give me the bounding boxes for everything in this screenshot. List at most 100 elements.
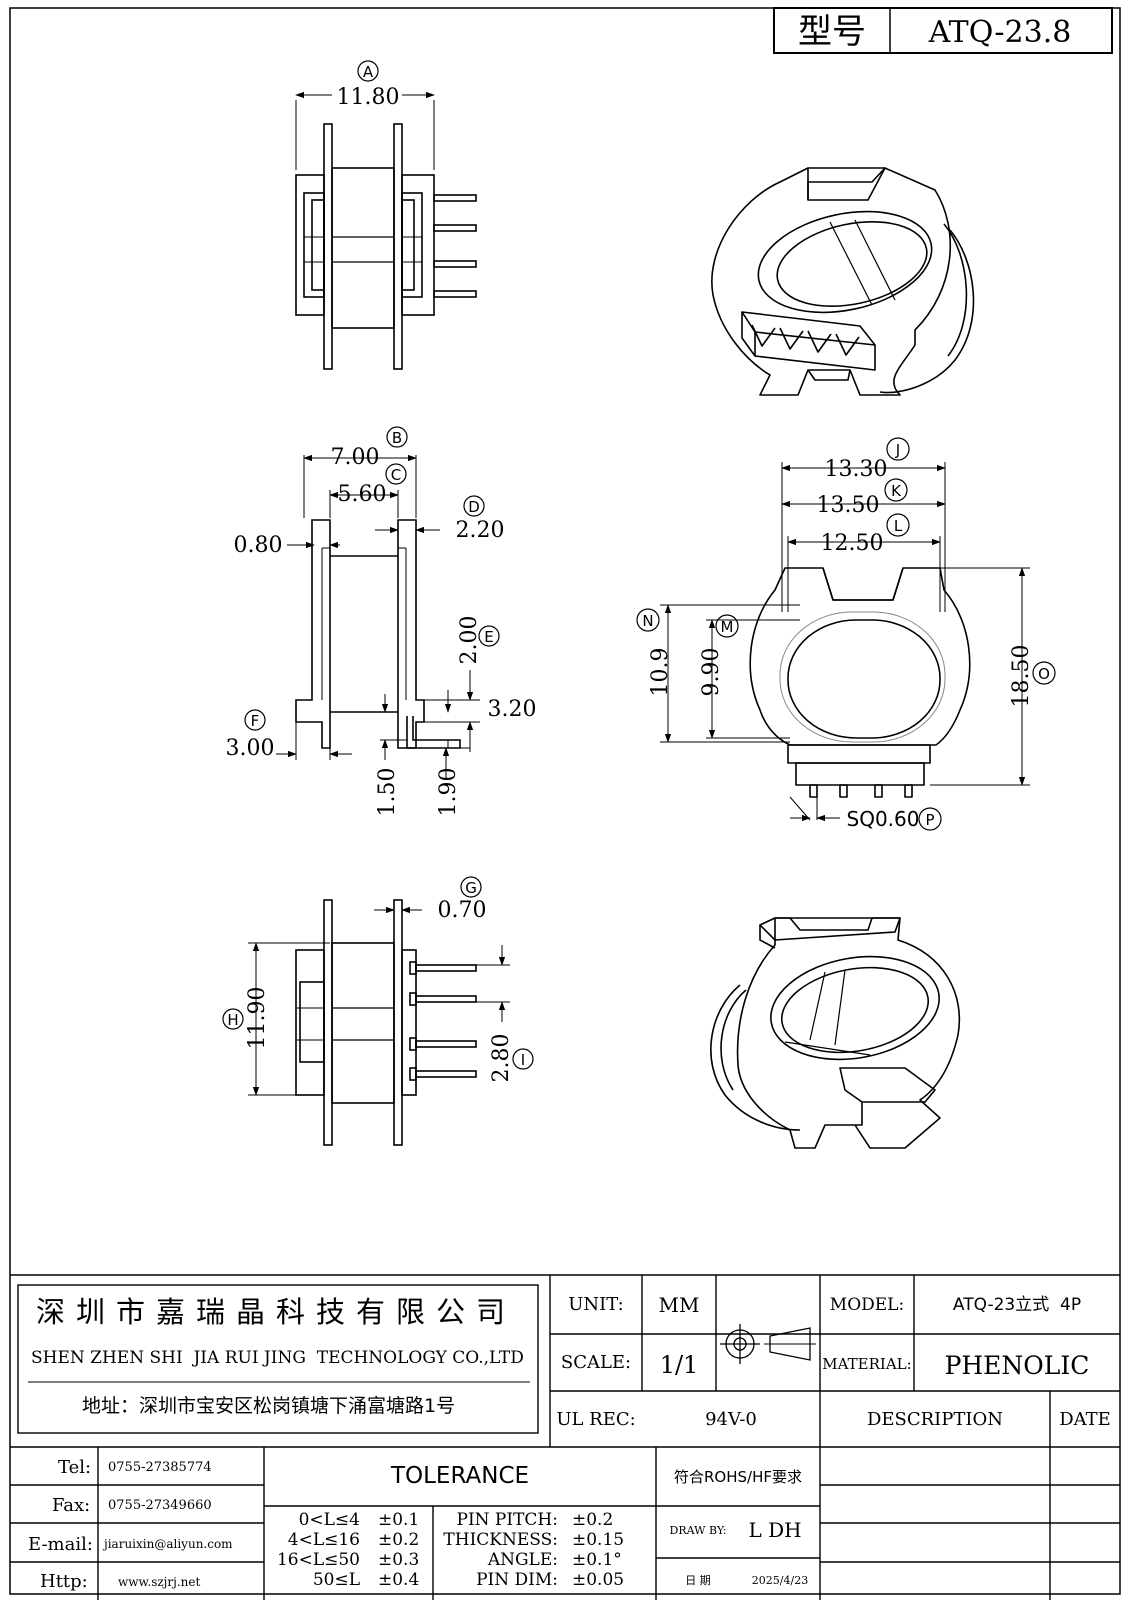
dim-L-value: 12.50 xyxy=(821,531,884,556)
tol-value-3: ±0.4 xyxy=(378,1569,420,1590)
sheet-border xyxy=(9,7,1121,1595)
spec-name-1: THICKNESS: xyxy=(443,1529,558,1550)
iso-view-bottom xyxy=(710,917,961,1149)
fax-label: Fax: xyxy=(52,1495,91,1516)
model-label: MODEL: xyxy=(829,1294,905,1315)
spec-name-3: PIN DIM: xyxy=(476,1569,558,1590)
company-name-en: SHEN ZHEN SHI JIA RUI JING TECHNOLOGY CO… xyxy=(31,1348,524,1368)
dim-C-value: 5.60 xyxy=(338,482,387,507)
dim-C-letter: C xyxy=(391,466,401,484)
date-cn-label: 日 期 xyxy=(685,1573,711,1587)
tol-range-3: 50≤L xyxy=(312,1569,360,1590)
dim-B-letter: B xyxy=(392,429,402,447)
dims-middle-side-text: 7.00 B 5.60 C 0.80 2.20 D 2.00 E 3.20 3.… xyxy=(226,426,537,817)
dim-190-value: 1.90 xyxy=(436,768,461,817)
spec-tol-2: ±0.1° xyxy=(572,1549,622,1570)
dim-A: 11.80 A xyxy=(295,60,435,170)
dims-top-view-text: 13.30 J 13.50 K 12.50 L 10.9 N 9.90 M 18… xyxy=(636,437,1056,831)
tolerance-ranges: 0<L≤4 ±0.1 4<L≤16 ±0.2 16<L≤50 ±0.3 50≤L ±0.… xyxy=(270,1510,430,1590)
dim-P-value: SQ0.60 xyxy=(847,807,920,831)
email-label: E-mail: xyxy=(28,1534,93,1555)
dims-bottom-front-text: 0.70 G 11.90 H 2.80 I xyxy=(222,876,534,1083)
dim-J-value: 13.30 xyxy=(825,457,888,482)
iso-view-top xyxy=(711,167,975,396)
spec-tol-1: ±0.15 xyxy=(572,1529,625,1550)
front-view-bottom xyxy=(295,899,477,1146)
spec-tol-0: ±0.2 xyxy=(572,1509,614,1530)
dim-I-value: 2.80 xyxy=(489,1034,514,1083)
email-value[interactable]: jiaruixin@aliyun.com xyxy=(104,1537,233,1551)
dim-thick-value: 0.80 xyxy=(234,533,283,558)
dims-middle-side xyxy=(276,454,480,778)
http-label: Http: xyxy=(40,1571,88,1592)
rohs-note: 符合ROHS/HF要求 xyxy=(674,1467,802,1486)
dim-N-letter: N xyxy=(642,612,653,630)
dim-O-letter: O xyxy=(1038,665,1050,683)
unit-value: MM xyxy=(658,1293,700,1317)
dim-G-value: 0.70 xyxy=(438,898,487,923)
dim-P-letter: P xyxy=(925,811,934,829)
model-box-value: ATQ-23.8 xyxy=(928,15,1072,50)
tol-value-2: ±0.3 xyxy=(378,1549,420,1570)
dim-J-letter: J xyxy=(895,441,900,459)
spec-name-2: ANGLE: xyxy=(487,1549,558,1570)
spec-name-0: PIN PITCH: xyxy=(456,1509,559,1530)
dim-150-value: 1.50 xyxy=(375,768,400,817)
dim-E-value: 2.00 xyxy=(457,616,482,665)
dim-B-value: 7.00 xyxy=(331,445,380,470)
tel-value: 0755-27385774 xyxy=(108,1460,212,1475)
dim-D-value: 2.20 xyxy=(456,518,505,543)
dim-H-letter: H xyxy=(227,1011,238,1029)
spec-tol-3: ±0.05 xyxy=(572,1569,625,1590)
dim-F-value: 3.00 xyxy=(226,736,275,761)
tolerance-title: TOLERANCE xyxy=(390,1462,530,1489)
spec-tolerances: PIN PITCH: ±0.2 THICKNESS: ±0.15 ANGLE: ±0.… xyxy=(436,1510,654,1590)
tel-label: Tel: xyxy=(58,1457,92,1478)
http-value[interactable]: www.szjrj.net xyxy=(118,1575,201,1589)
tol-range-1: 4<L≤16 xyxy=(287,1529,360,1550)
dim-M-letter: M xyxy=(721,618,734,636)
tol-range-0: 0<L≤4 xyxy=(298,1509,360,1530)
dim-A-letter: A xyxy=(363,63,374,81)
scale-value: 1/1 xyxy=(659,1351,699,1379)
dim-F-letter: F xyxy=(251,712,260,730)
dims-bottom-front xyxy=(248,906,510,1096)
dim-N-value: 10.9 xyxy=(648,648,673,697)
date-value: 2025/4/23 xyxy=(751,1573,809,1587)
dims-top-view xyxy=(660,462,1030,822)
material-value: PHENOLIC xyxy=(944,1350,1090,1380)
material-label: MATERIAL: xyxy=(822,1354,912,1373)
dim-D-letter: D xyxy=(468,498,480,516)
scale-label: SCALE: xyxy=(560,1352,632,1373)
tol-value-0: ±0.1 xyxy=(378,1509,420,1530)
model-value: ATQ-23立式 4P xyxy=(952,1294,1082,1315)
draw-by-value: L DH xyxy=(748,1518,802,1542)
dim-I-letter: I xyxy=(521,1051,525,1069)
dim-A-value: 11.80 xyxy=(337,85,400,110)
dim-O-value: 18.50 xyxy=(1009,645,1034,708)
unit-label: UNIT: xyxy=(568,1294,624,1315)
dim-K-letter: K xyxy=(891,482,902,500)
dim-H-value: 11.90 xyxy=(245,987,270,1050)
side-view-middle xyxy=(295,519,461,749)
dim-L-letter: L xyxy=(894,517,903,535)
dim-E2-value: 3.20 xyxy=(488,697,537,722)
projection-symbol xyxy=(720,1324,816,1364)
fax-value: 0755-27349660 xyxy=(108,1498,212,1513)
front-view-top xyxy=(295,123,477,370)
model-box: 型号 ATQ-23.8 xyxy=(773,7,1113,54)
ul-label: UL REC: xyxy=(556,1409,636,1430)
tol-range-2: 16<L≤50 xyxy=(276,1549,360,1570)
dim-M-value: 9.90 xyxy=(699,648,724,697)
ul-value: 94V-0 xyxy=(705,1409,757,1430)
dim-K-value: 13.50 xyxy=(817,493,880,518)
dim-G-letter: G xyxy=(465,879,477,897)
date-label: DATE xyxy=(1059,1409,1111,1430)
description-label: DESCRIPTION xyxy=(866,1409,1004,1430)
top-view-right xyxy=(749,567,971,798)
tol-value-1: ±0.2 xyxy=(378,1529,420,1550)
draw-by-label: DRAW BY: xyxy=(669,1523,727,1537)
dim-E-letter: E xyxy=(484,628,493,646)
model-box-label: 型号 xyxy=(798,12,866,52)
